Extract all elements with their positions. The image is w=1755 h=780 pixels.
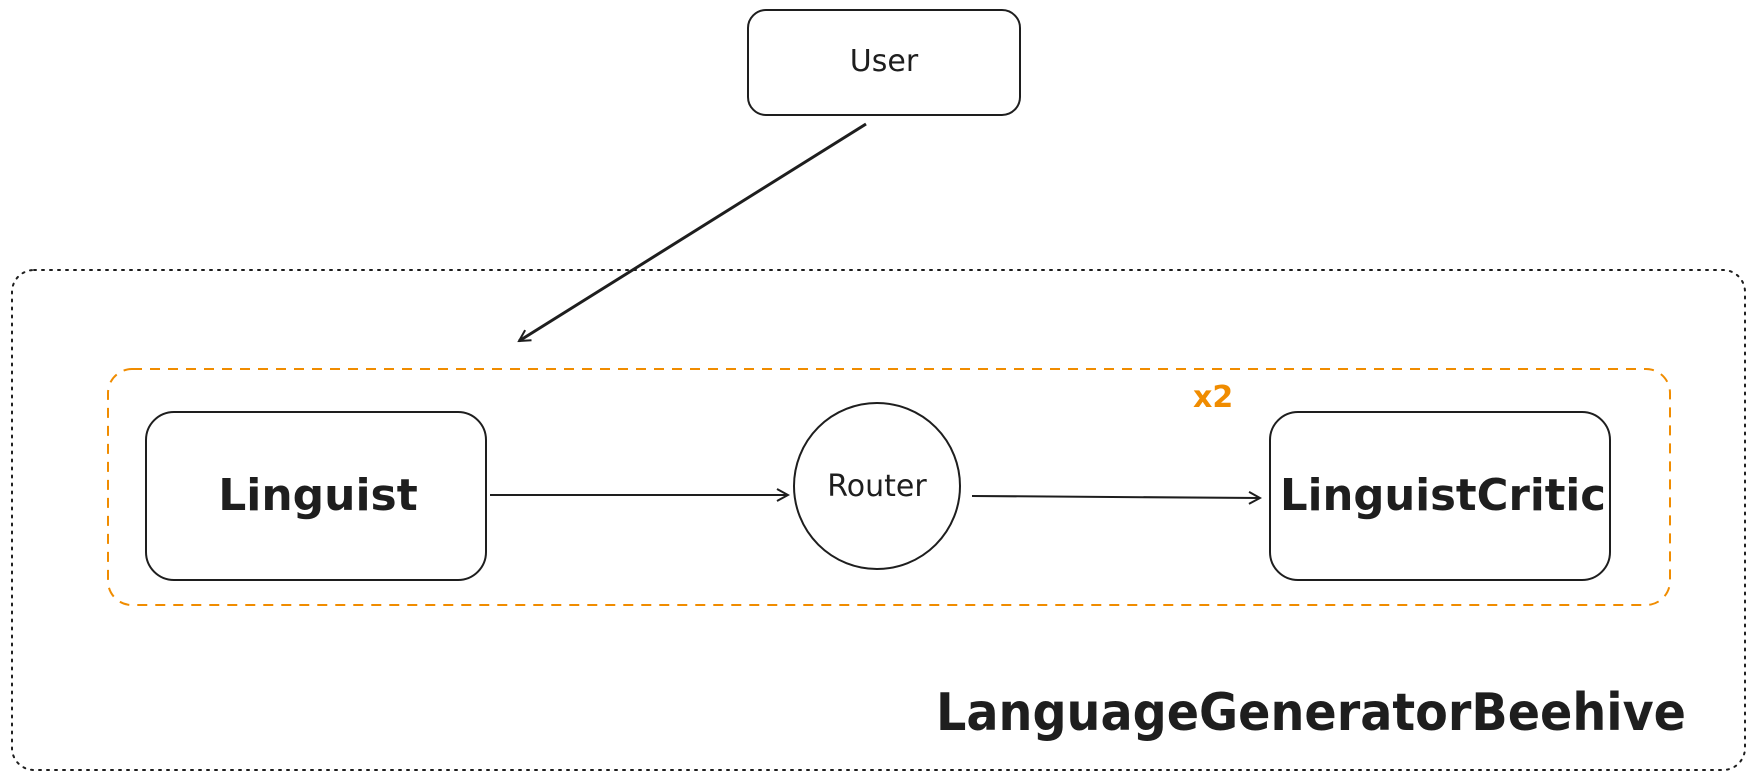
- router-node-label: Router: [827, 469, 927, 504]
- loop-group-frame: [107, 368, 1671, 606]
- linguist-node[interactable]: [145, 411, 487, 581]
- linguist-critic-node[interactable]: [1269, 411, 1611, 581]
- user-to-beehive-arrow: [519, 122, 867, 343]
- linguist-critic-node-label: LinguistCritic: [1280, 470, 1606, 521]
- beehive-container: [11, 269, 1746, 771]
- user-node-label: User: [850, 44, 919, 79]
- router-node[interactable]: [793, 402, 961, 570]
- user-node[interactable]: [747, 9, 1021, 116]
- loop-repeat-label: x2: [1193, 380, 1233, 415]
- router-to-critic-arrow: [971, 496, 1260, 498]
- beehive-container-label: LanguageGeneratorBeehive: [936, 683, 1686, 743]
- linguist-node-label: Linguist: [218, 470, 418, 521]
